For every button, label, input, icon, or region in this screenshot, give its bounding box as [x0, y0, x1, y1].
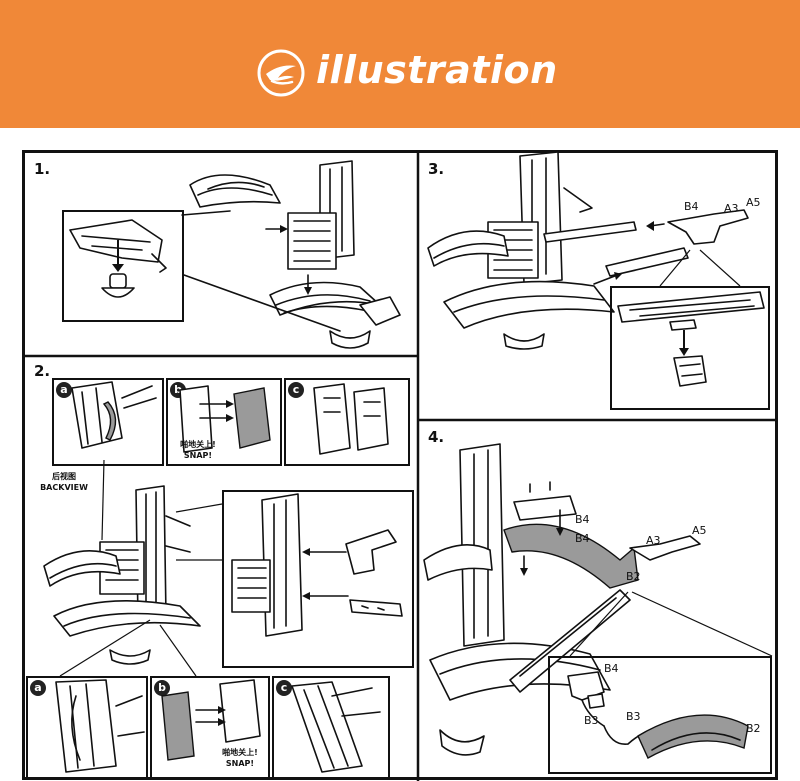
step-4-detail-box — [548, 656, 772, 774]
step-2-detail-box — [222, 490, 414, 668]
step-2-bottom-c-box — [272, 676, 390, 779]
step-2-detail-drawing — [231, 493, 403, 637]
backview-cn-label: 后视图 — [52, 472, 76, 481]
banner-title: illustration — [316, 48, 558, 92]
step-3-number: 3. — [428, 160, 445, 178]
step-3-main-drawing — [427, 151, 749, 350]
step-2-sub-b-box — [166, 378, 282, 466]
step-1-detail-box — [62, 210, 184, 322]
step-1-main-drawing — [181, 160, 401, 349]
step-4-b4-top-label: B4 — [575, 513, 590, 526]
step-2-bottom-b-box — [150, 676, 270, 779]
step-2-bottom-a-drawing — [55, 679, 145, 773]
step-2-bottom-a-badge: a — [30, 680, 46, 696]
step-4-detail-b3-left-label: B3 — [584, 714, 599, 727]
step-2-sub-b-drawing — [179, 385, 271, 453]
step-2-bottom-b-drawing — [161, 679, 261, 761]
step-3-detail-box — [610, 286, 770, 410]
step-4-detail-b3-label: B3 — [626, 710, 641, 723]
step-4-a5-label: A5 — [692, 524, 707, 537]
step-2-bottom-c-badge: c — [276, 680, 292, 696]
step-2-bottom-snap-cn: 啪地关上! — [222, 748, 258, 757]
step-2-sub-a-box — [52, 378, 164, 466]
step-3-detail-drawing — [617, 291, 765, 387]
step-2-snap-cn-label: 啪地关上! — [180, 440, 216, 449]
step-2-sub-a-drawing — [71, 381, 157, 449]
step-2-bottom-snap-en: SNAP! — [225, 759, 255, 768]
step-4-b4-mid-label: B4 — [575, 532, 590, 545]
step-3-b4-label: B4 — [684, 200, 699, 213]
step-2-sub-c-drawing — [313, 383, 389, 455]
step-1-detail-drawing — [69, 219, 167, 298]
bird-logo-icon — [257, 49, 305, 97]
illustration-banner: illustration — [0, 0, 800, 128]
step-2-sub-a-badge: a — [56, 382, 72, 398]
step-2-bottom-a-box — [26, 676, 148, 779]
step-4-b2-label: B2 — [626, 570, 641, 583]
step-2-sub-c-box — [284, 378, 410, 466]
backview-en-label: BACKVIEW — [40, 483, 88, 492]
step-4-number: 4. — [428, 428, 445, 446]
step-4-detail-b4-label: B4 — [604, 662, 619, 675]
step-2-sub-c-badge: c — [288, 382, 304, 398]
step-4-detail-b2-label: B2 — [746, 722, 761, 735]
step-2-number: 2. — [34, 362, 51, 380]
step-2-bottom-b-badge: b — [154, 680, 170, 696]
step-2-bottom-c-drawing — [291, 681, 381, 773]
step-2-snap-en-label: SNAP! — [183, 451, 213, 460]
step-2-main-drawing — [43, 485, 201, 665]
step-4-detail-drawing — [567, 671, 749, 759]
instruction-frame — [22, 150, 778, 780]
step-3-a5-label: A5 — [746, 196, 761, 209]
step-4-a3-label: A3 — [646, 534, 661, 547]
step-3-a3-label: A3 — [724, 202, 739, 215]
step-1-number: 1. — [34, 160, 51, 178]
